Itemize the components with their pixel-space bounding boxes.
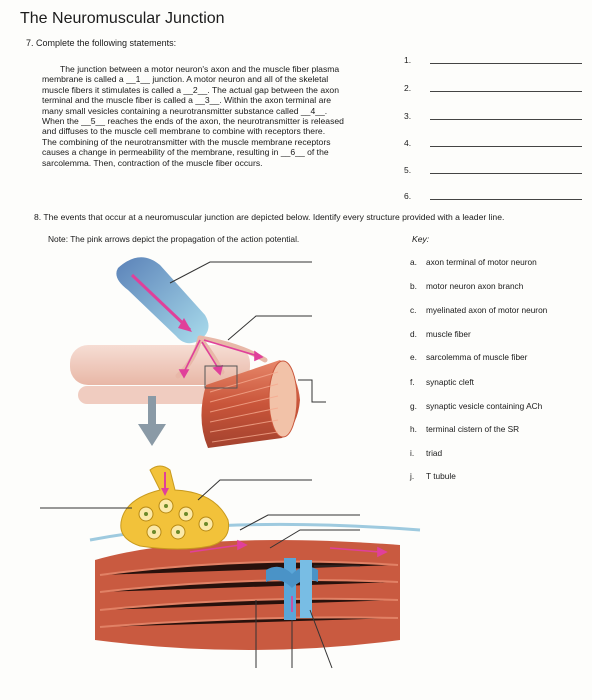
answer-blank-6[interactable]: 6. [404,191,582,201]
pink-action-potential-arrows-lower [189,539,388,612]
leader-lines-upper [169,261,326,403]
background-muscle-fiber [78,386,238,404]
paragraph-line: muscle fibers it stimulates is called a … [42,84,339,95]
paragraph-line: When the __5__ reaches the ends of the a… [42,116,344,127]
figure-note: Note: The pink arrows depict the propaga… [48,234,300,244]
answer-blank-5[interactable]: 5. [404,165,582,175]
axon-terminal [120,465,230,550]
paragraph-line: and diffuses to the muscle cell membrane… [42,126,326,137]
leader-lines-lower [40,479,360,669]
answer-blank-2[interactable]: 2. [404,83,582,93]
key-item: e.sarcolemma of muscle fiber [410,352,528,362]
paragraph-line: sarcolemma. Then, contraction of the mus… [42,157,263,168]
junction-highlight-box [204,365,238,389]
paragraph-line: many small vesicles containing a neurotr… [42,105,328,116]
key-item: g.synaptic vesicle containing ACh [410,401,543,411]
key-item: d.muscle fiber [410,329,471,339]
paragraph-line: membrane is called a __1__ junction. A m… [42,74,329,85]
answer-blank-3[interactable]: 3. [404,111,582,121]
paragraph-line: causes a change in permeability of the m… [42,147,329,158]
key-heading: Key: [412,234,430,244]
answer-blank-4[interactable]: 4. [404,138,582,148]
myelinated-axon [116,257,209,344]
key-item: a.axon terminal of motor neuron [410,257,537,267]
question-7-heading: 7. Complete the following statements: [26,38,177,48]
question-7-paragraph: The junction between a motor neuron's ax… [42,64,388,168]
key-item: f.synaptic cleft [410,377,474,387]
answer-blank-1[interactable]: 1. [404,55,582,65]
paragraph-line: The junction between a motor neuron's ax… [60,64,340,74]
key-item: b.motor neuron axon branch [410,281,524,291]
muscle-fiber [201,360,300,448]
page-title: The Neuromuscular Junction [20,10,225,27]
zoom-arrow [138,396,166,446]
paragraph-line: terminal and the muscle fiber is called … [42,95,331,106]
t-tubule-structure [266,558,318,620]
paragraph-line: The combining of the neurotransmitter wi… [42,136,331,147]
key-item: i.triad [410,448,443,458]
question-8-heading: 8. The events that occur at a neuromuscu… [34,212,505,222]
key-item: h.terminal cistern of the SR [410,424,520,434]
lower-muscle-fiber [95,540,400,650]
pink-action-potential-arrows [178,339,264,379]
key-item: c.myelinated axon of motor neuron [410,305,548,315]
key-item: j.T tubule [410,471,456,481]
